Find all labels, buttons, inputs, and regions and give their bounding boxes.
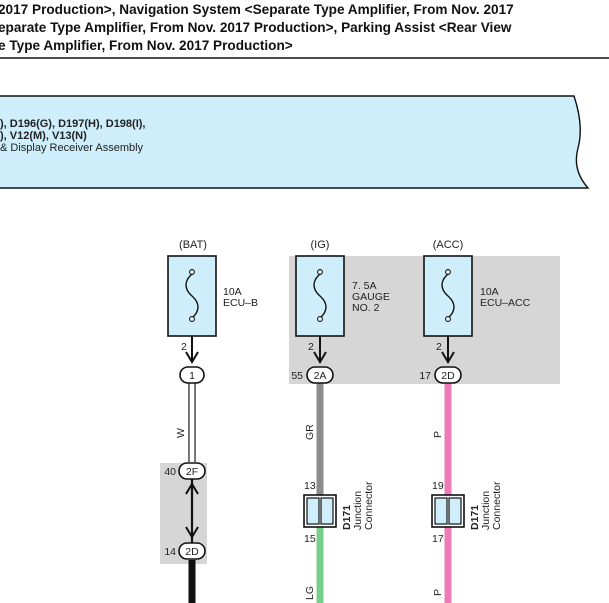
connector-4-code: 2F [186, 466, 198, 478]
fuse-2-source: (IG) [311, 239, 330, 251]
connector-3-code: 2D [441, 370, 455, 382]
fuse-2-amperage: 7. 5A [352, 280, 377, 292]
fuse-2-top-terminal [317, 269, 323, 275]
fuse-1-source: (BAT) [179, 239, 207, 251]
diagram-title-line-1: 2017 Production>, Navigation System <Sep… [0, 2, 514, 17]
fuse-1-top-terminal [189, 269, 195, 275]
junction-1-cell-right [320, 497, 334, 525]
component-box-line-2: ), V12(M), V13(N) [0, 130, 87, 142]
junction-2-cell-left [434, 497, 448, 525]
junction-1-pin-bottom: 15 [304, 533, 316, 545]
fuse-2-name-line-1: GAUGE [352, 291, 390, 303]
wire-2-color-code: GR [304, 424, 316, 440]
diagram-title-line-2: eparate Type Amplifier, From Nov. 2017 P… [0, 20, 512, 35]
fuse-1-name: ECU–B [223, 297, 258, 309]
connector-2-oval [306, 366, 334, 384]
fuse-2-element-icon [313, 273, 327, 319]
diagram-title-line-3: e Type Amplifier, From Nov. 2017 Product… [0, 38, 293, 53]
fuse-1-terminal: 2 [181, 341, 187, 353]
fuse-2-name-line-2: NO. 2 [352, 302, 380, 314]
junction-2-pin-bottom: 17 [432, 533, 444, 545]
junction-1-cell-left [306, 497, 320, 525]
fuse-1-arrow-icon [185, 351, 199, 364]
connector-3-oval [434, 366, 462, 384]
junction-2-name-line-2: Connector [491, 481, 503, 530]
fuse-3-amperage: 10A [480, 286, 499, 298]
connector-4-oval [178, 462, 206, 480]
junction-1-pin-top: 13 [304, 480, 316, 492]
wire-4-color-code: LG [304, 586, 316, 600]
fuse-2-bottom-terminal [317, 316, 323, 322]
fuse-3-source: (ACC) [433, 239, 464, 251]
connector-1-oval [179, 366, 205, 384]
connector-5-oval [178, 542, 206, 560]
component-box [0, 95, 590, 189]
link-arrow-up-icon [185, 482, 199, 495]
connector-2-pin: 55 [291, 370, 303, 382]
fuse-1-element-icon [185, 273, 199, 319]
connector-4-pin: 40 [164, 466, 176, 478]
fuse-2-arrow-icon [313, 351, 327, 364]
junction-2-pin-top: 19 [432, 480, 444, 492]
junction-1-name-line-2: Connector [363, 481, 375, 530]
connector-2-code: 2A [314, 370, 327, 382]
component-box-line-1: ), D196(G), D197(H), D198(I), [0, 118, 145, 130]
fuse-3-terminal: 2 [436, 341, 442, 353]
fuse-3-name: ECU–ACC [480, 297, 531, 309]
connector-1-code: 1 [189, 370, 195, 382]
fuse-3-element-icon [441, 273, 455, 319]
connector-5-code: 2D [185, 546, 199, 558]
fuse-1-amperage: 10A [223, 286, 242, 298]
link-arrow-down-icon [185, 526, 199, 539]
wire-5-color-code: P [432, 589, 444, 596]
connector-3-pin: 17 [419, 370, 431, 382]
wire-1-color-code: W [175, 428, 187, 438]
fuse-3-bottom-terminal [445, 316, 451, 322]
fuse-3-arrow-icon [441, 351, 455, 364]
junction-2-cell-right [448, 497, 462, 525]
junction-2-code: D171 [469, 505, 481, 530]
fuse-3-top-terminal [445, 269, 451, 275]
junction-1-code: D171 [341, 505, 353, 530]
junction-2-name-line-1: Junction [480, 491, 492, 530]
wire-3-color-code: P [432, 431, 444, 438]
connector-5-pin: 14 [164, 546, 176, 558]
fuse-1-bottom-terminal [189, 316, 195, 322]
component-box-line-3: & Display Receiver Assembly [0, 142, 144, 154]
fuse-2-terminal: 2 [308, 341, 314, 353]
junction-1-name-line-1: Junction [352, 491, 364, 530]
